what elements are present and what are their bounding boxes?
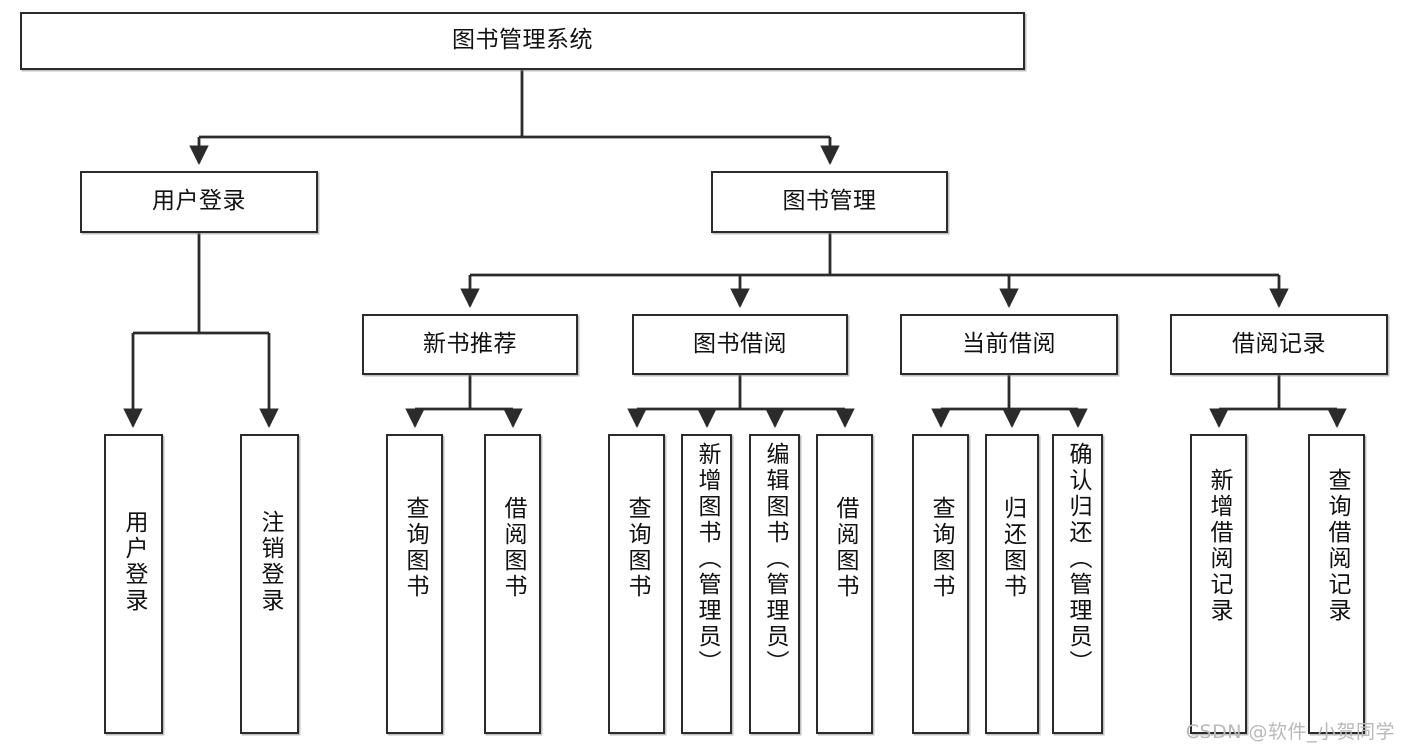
node-leaf-add-book-label: 新增图书（管理员） <box>694 442 720 676</box>
node-leaf-confirm-return[interactable]: 确认归还（管理员） <box>1052 434 1103 734</box>
node-book-manage[interactable]: 图书管理 <box>711 171 948 233</box>
node-new-book-recommend[interactable]: 新书推荐 <box>362 314 578 375</box>
node-borrow-record-label: 借阅记录 <box>1232 330 1326 357</box>
node-leaf-query-book-2[interactable]: 查询图书 <box>608 434 665 734</box>
node-leaf-borrow-book-2-label: 借阅图书 <box>832 496 858 600</box>
node-leaf-query-book-1-label: 查询图书 <box>402 496 428 600</box>
node-leaf-query-record[interactable]: 查询借阅记录 <box>1308 434 1365 734</box>
node-leaf-add-record-label: 新增借阅记录 <box>1206 468 1232 624</box>
node-current-borrow[interactable]: 当前借阅 <box>900 314 1118 375</box>
node-borrow-record[interactable]: 借阅记录 <box>1170 314 1388 375</box>
node-leaf-add-record[interactable]: 新增借阅记录 <box>1190 434 1247 734</box>
node-book-manage-label: 图书管理 <box>782 188 877 215</box>
node-leaf-borrow-book-1[interactable]: 借阅图书 <box>484 434 541 734</box>
node-leaf-borrow-book-1-label: 借阅图书 <box>500 496 526 600</box>
node-book-borrow[interactable]: 图书借阅 <box>632 314 848 375</box>
node-leaf-logout-label: 注销登录 <box>257 510 283 614</box>
node-leaf-borrow-book-2[interactable]: 借阅图书 <box>816 434 873 734</box>
node-root-label: 图书管理系统 <box>452 27 593 54</box>
node-leaf-edit-book-label: 编辑图书（管理员） <box>762 442 788 676</box>
node-root[interactable]: 图书管理系统 <box>20 12 1025 70</box>
node-leaf-query-book-3-label: 查询图书 <box>928 496 954 600</box>
node-user-login-label: 用户登录 <box>152 188 246 215</box>
node-leaf-edit-book[interactable]: 编辑图书（管理员） <box>749 434 800 734</box>
node-leaf-query-record-label: 查询借阅记录 <box>1324 468 1350 624</box>
node-leaf-query-book-1[interactable]: 查询图书 <box>386 434 443 734</box>
node-current-borrow-label: 当前借阅 <box>962 330 1056 357</box>
node-leaf-query-book-3[interactable]: 查询图书 <box>912 434 969 734</box>
node-leaf-query-book-2-label: 查询图书 <box>624 496 650 600</box>
node-leaf-user-login[interactable]: 用户登录 <box>104 434 163 734</box>
node-leaf-confirm-return-label: 确认归还（管理员） <box>1065 442 1091 676</box>
node-leaf-return-book-label: 归还图书 <box>999 496 1026 600</box>
node-user-login[interactable]: 用户登录 <box>80 171 318 233</box>
node-leaf-add-book[interactable]: 新增图书（管理员） <box>681 434 732 734</box>
node-book-borrow-label: 图书借阅 <box>693 330 787 357</box>
watermark-text: CSDN @软件_小贺同学 <box>1185 721 1395 743</box>
node-new-book-recommend-label: 新书推荐 <box>423 330 517 357</box>
node-leaf-logout[interactable]: 注销登录 <box>240 434 299 734</box>
node-leaf-user-login-label: 用户登录 <box>121 510 147 614</box>
node-leaf-return-book[interactable]: 归还图书 <box>985 434 1039 734</box>
